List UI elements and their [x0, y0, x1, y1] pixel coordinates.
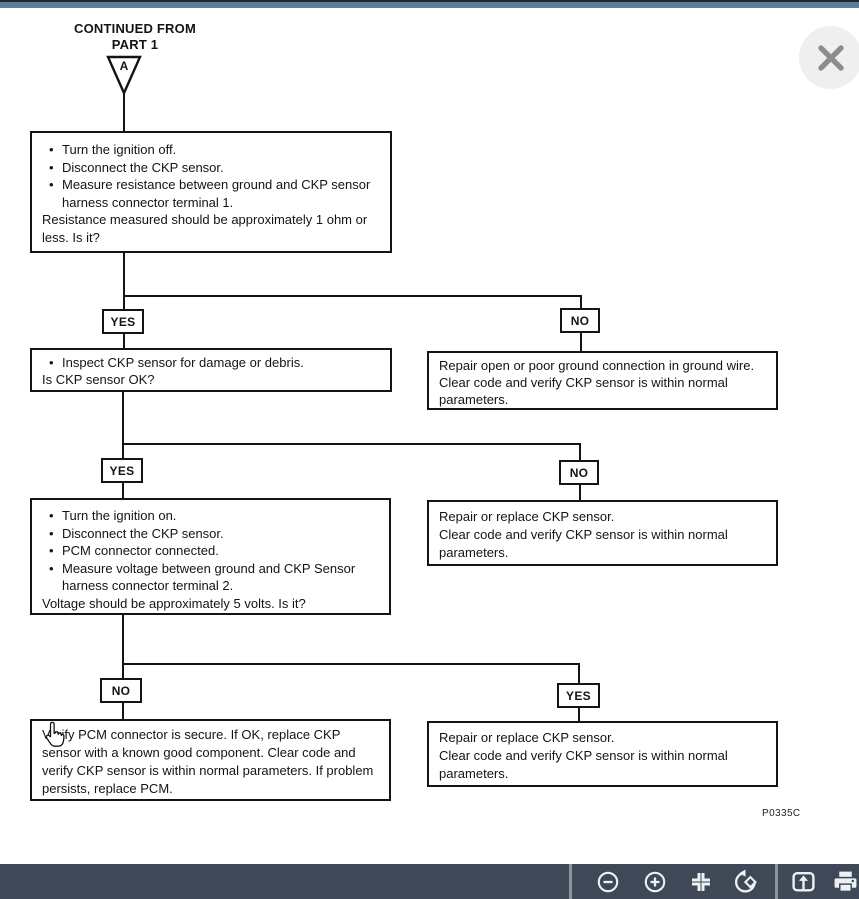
- step2-bullet-3: PCM connector connected.: [42, 542, 379, 560]
- rotate-button[interactable]: [733, 869, 758, 894]
- toolbar-divider: [775, 864, 778, 899]
- connector-line: [123, 93, 125, 131]
- step2-bullet-1: Turn the ignition on.: [42, 507, 379, 525]
- connector-line: [122, 483, 124, 498]
- branch1-no-tag: NO: [560, 308, 600, 333]
- connector-line: [122, 663, 580, 665]
- continued-from-line2: PART 1: [111, 37, 159, 52]
- bottom-toolbar: [0, 864, 859, 899]
- rotate-icon: [735, 869, 757, 892]
- flowchart-box-step2: Turn the ignition on. Disconnect the CKP…: [30, 498, 391, 615]
- continued-from-label: CONTINUED FROM PART 1: [57, 21, 213, 53]
- connector-line: [580, 333, 582, 351]
- repair-replace-line1: Repair or replace CKP sensor.: [439, 509, 615, 524]
- connector-line: [123, 333, 125, 348]
- zoom-out-icon: [597, 871, 618, 892]
- connector-a-triangle-icon: [106, 55, 142, 96]
- close-x-icon: [817, 44, 844, 71]
- branch3-no-tag: NO: [100, 678, 142, 703]
- zoom-out-button[interactable]: [595, 869, 620, 894]
- repair-replace-line1: Repair or replace CKP sensor.: [439, 730, 615, 745]
- branch3-yes-tag: YES: [557, 683, 600, 708]
- close-button[interactable]: [799, 26, 859, 89]
- connector-line: [122, 443, 581, 445]
- connector-line: [122, 392, 124, 458]
- repair-replace-line2: Clear code and verify CKP sensor is with…: [439, 527, 728, 560]
- repair-replace-line2: Clear code and verify CKP sensor is with…: [439, 748, 728, 781]
- connector-line: [122, 703, 124, 719]
- connector-a-label: A: [119, 59, 129, 73]
- branch2-no-tag: NO: [559, 460, 599, 485]
- step1-bullet-2: Disconnect the CKP sensor.: [42, 159, 380, 177]
- print-button[interactable]: [833, 869, 858, 894]
- branch1-yes-tag: YES: [102, 309, 144, 334]
- top-bar: [0, 0, 859, 8]
- connector-line: [578, 663, 580, 683]
- step1-bullet-1: Turn the ignition off.: [42, 141, 380, 159]
- connector-line: [123, 253, 125, 309]
- step2-bullet-4: Measure voltage between ground and CKP S…: [42, 560, 379, 595]
- flowchart-box-repair-ground: Repair open or poor ground connection in…: [427, 351, 778, 410]
- connector-line: [579, 443, 581, 460]
- reference-code: P0335C: [762, 808, 801, 819]
- open-export-button[interactable]: [791, 869, 816, 894]
- connector-line: [580, 295, 582, 308]
- branch2-yes-tag: YES: [101, 458, 143, 483]
- hand-cursor-icon: [45, 721, 65, 747]
- print-icon: [834, 871, 857, 893]
- zoom-in-button[interactable]: [642, 869, 667, 894]
- step2-bullet-2: Disconnect the CKP sensor.: [42, 525, 379, 543]
- step1-bullet-3: Measure resistance between ground and CK…: [42, 176, 380, 211]
- flowchart-box-repair-replace-1: Repair or replace CKP sensor. Clear code…: [427, 500, 778, 566]
- flowchart-box-step1: Turn the ignition off. Disconnect the CK…: [30, 131, 392, 253]
- connector-line: [579, 485, 581, 500]
- fit-to-screen-icon: [691, 872, 710, 891]
- connector-line: [122, 615, 124, 678]
- flowchart-box-inspect: Inspect CKP sensor for damage or debris.…: [30, 348, 392, 392]
- toolbar-divider: [569, 864, 572, 899]
- continued-from-line1: CONTINUED FROM: [74, 21, 196, 36]
- flowchart-box-verify-pcm: Verify PCM connector is secure. If OK, r…: [30, 719, 391, 801]
- fit-to-screen-button[interactable]: [688, 869, 713, 894]
- connector-line: [123, 295, 582, 297]
- zoom-in-icon: [644, 871, 665, 892]
- step1-question: Resistance measured should be approximat…: [42, 212, 368, 245]
- inspect-question: Is CKP sensor OK?: [42, 372, 155, 387]
- open-export-icon: [792, 871, 815, 892]
- inspect-bullet-1: Inspect CKP sensor for damage or debris.: [42, 354, 380, 371]
- flowchart-box-repair-replace-2: Repair or replace CKP sensor. Clear code…: [427, 721, 778, 787]
- connector-line: [578, 708, 580, 721]
- step2-question: Voltage should be approximately 5 volts.…: [42, 595, 306, 611]
